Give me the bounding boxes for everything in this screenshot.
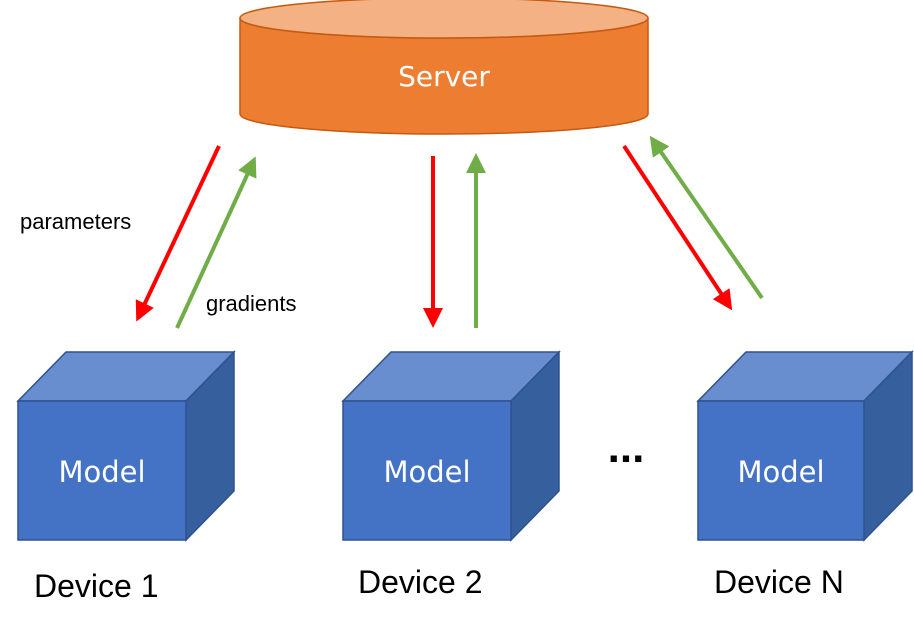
gradients-label: gradients	[206, 291, 297, 316]
parameters-label: parameters	[20, 209, 131, 234]
parameters-arrow-device-1	[135, 145, 221, 322]
device-2-label: Device 2	[358, 564, 483, 600]
device-1-label: Device 1	[34, 568, 159, 604]
server-cylinder-top	[239, 0, 649, 39]
device-2-cube: Model	[341, 350, 561, 542]
server-label: Server	[398, 60, 490, 93]
parameters-arrow-device-n	[622, 144, 733, 311]
cube-front-face	[342, 400, 512, 541]
cube-front-face	[17, 400, 187, 541]
cube-front-face	[697, 400, 865, 541]
gradients-arrow-device-n	[649, 135, 764, 300]
ellipsis: ...	[608, 423, 645, 472]
gradients-arrow-device-1	[175, 156, 257, 329]
model-label: Model	[58, 455, 145, 489]
model-label: Model	[383, 455, 470, 489]
model-label: Model	[737, 455, 824, 489]
device-1-cube: Model	[16, 350, 236, 542]
device-n-label: Device N	[714, 564, 844, 600]
server-node: Server	[239, 0, 649, 135]
device-n-cube: Model	[696, 350, 914, 542]
